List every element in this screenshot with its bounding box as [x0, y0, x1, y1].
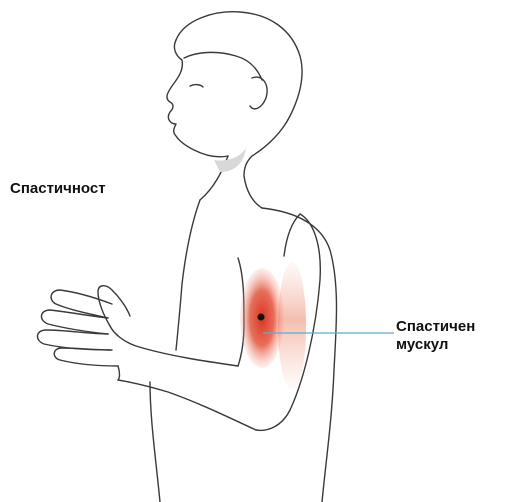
person-outline	[37, 12, 336, 502]
forearm-bottom	[118, 380, 256, 430]
chest-line	[176, 200, 200, 350]
ear	[250, 77, 267, 109]
eye	[190, 85, 203, 87]
chin-shading	[214, 148, 246, 172]
finger-3	[37, 330, 110, 350]
finger-4	[54, 348, 118, 366]
head-outline	[176, 12, 302, 208]
hand-bottom	[118, 366, 120, 380]
thumb	[98, 286, 130, 326]
spastic-muscle-label-line2: мускул	[396, 336, 475, 354]
title-label: Спастичност	[10, 180, 106, 198]
waist-line	[150, 382, 160, 502]
relaxed-muscle-dot	[292, 316, 300, 324]
shoulder-line	[284, 214, 300, 256]
hairline	[184, 52, 262, 80]
spastic-muscle-label: Спастичен мускул	[396, 318, 475, 354]
spastic-muscle-label-line1: Спастичен	[396, 318, 475, 336]
forearm-top	[110, 326, 238, 366]
face-profile	[167, 40, 228, 157]
spastic-muscle-dot	[258, 314, 265, 321]
